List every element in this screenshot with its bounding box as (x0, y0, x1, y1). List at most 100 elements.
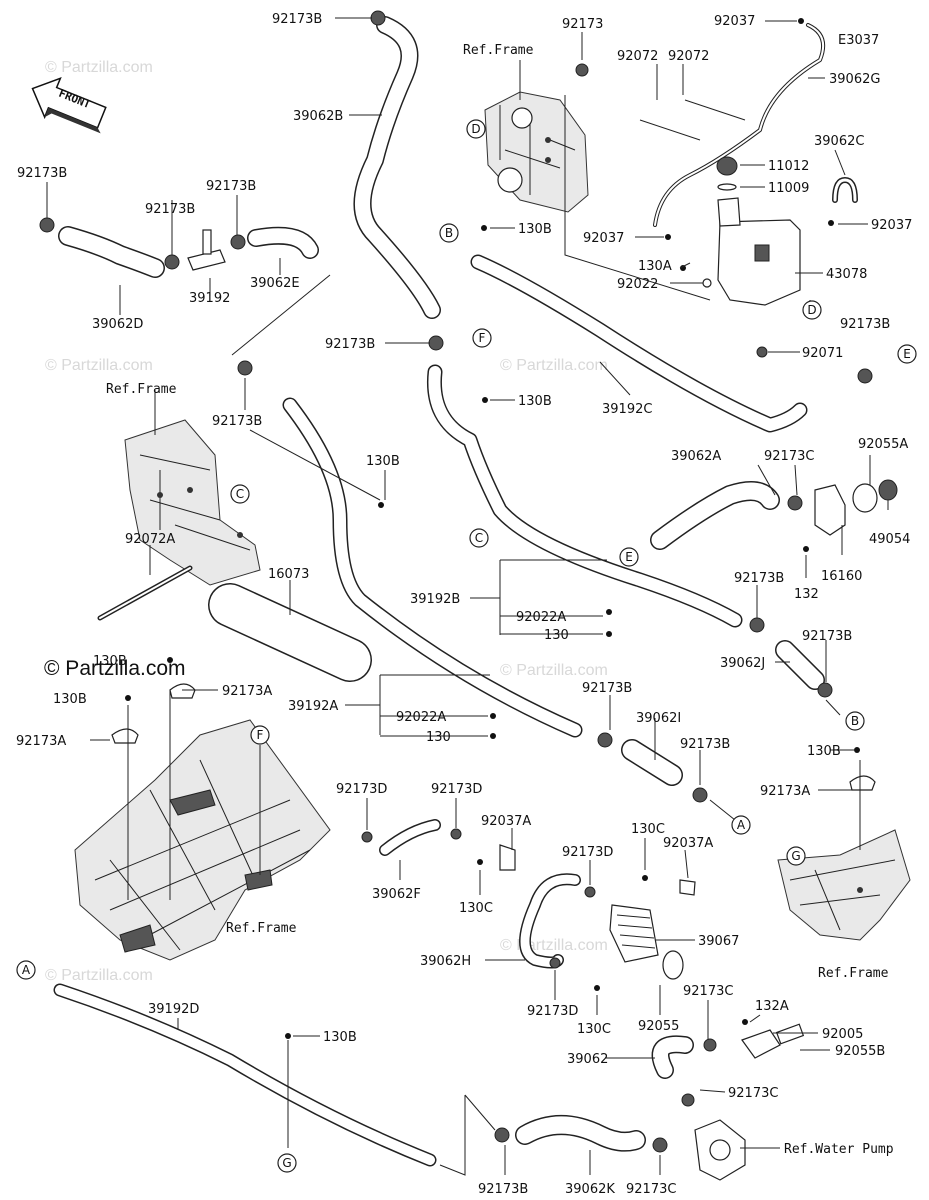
part-label: 132 (794, 587, 819, 602)
callout-g-bottom: G (277, 1153, 297, 1173)
clamp-icon (692, 787, 708, 803)
callout-a-mid: A (731, 815, 751, 835)
part-label: 92037 (871, 218, 912, 233)
svg-text:D: D (471, 122, 480, 136)
part-label: 92037 (714, 14, 755, 29)
part-label: 92173B (17, 166, 67, 181)
o-ring (852, 483, 878, 513)
part-label: 92173C (683, 984, 733, 999)
part-label: 92173C (764, 449, 814, 464)
clamp-icon (111, 728, 139, 744)
part-label: 92173B (582, 681, 632, 696)
svg-text:F: F (257, 728, 264, 742)
svg-text:B: B (851, 714, 859, 728)
part-label: 130B (93, 654, 127, 669)
watermark: © Partzilla.com (500, 662, 608, 679)
ref-water-pump: Ref.Water Pump (784, 1142, 894, 1157)
svg-text:G: G (282, 1156, 291, 1170)
part-label: 130C (459, 901, 493, 916)
part-label: 92173A (222, 684, 272, 699)
bolt-icon (167, 657, 173, 663)
part-label: 92173A (760, 784, 810, 799)
brand-logo: © Partzilla.com (44, 657, 186, 680)
frame-lower-left (74, 719, 331, 961)
part-label: 92037A (481, 814, 531, 829)
part-label: 92173B (478, 1182, 528, 1197)
thermostat (878, 479, 898, 501)
part-label: 92005 (822, 1027, 863, 1042)
part-label: 11012 (768, 159, 809, 174)
part-label: 39062F (372, 887, 421, 902)
part-label: 92022 (617, 277, 658, 292)
clamp-icon (817, 682, 833, 698)
part-label: 92173A (16, 734, 66, 749)
callout-f-top: F (472, 328, 492, 348)
svg-text:E: E (903, 347, 911, 361)
bolt-icon (680, 265, 686, 271)
part-label: 92072 (617, 49, 658, 64)
oil-cooler (609, 904, 659, 963)
part-label: 16160 (821, 569, 862, 584)
clamp-icon (849, 775, 876, 791)
callout-e-mid: E (619, 547, 639, 567)
part-label: 92173B (272, 12, 322, 27)
callout-e-right: E (897, 344, 917, 364)
part-label: 39062J (720, 656, 765, 671)
part-label: 92072 (668, 49, 709, 64)
reservoir-tank (717, 219, 801, 306)
svg-text:C: C (475, 531, 483, 545)
callout-d-left: D (466, 119, 486, 139)
frame-bracket-left (124, 419, 261, 586)
ref-frame-top: Ref.Frame (463, 43, 534, 58)
svg-text:G: G (791, 849, 800, 863)
part-label: 130 (544, 628, 569, 643)
part-label: 130C (577, 1022, 611, 1037)
callouts: B F D D E C C E B A F G A G (16, 119, 917, 1173)
part-label: 92173D (431, 782, 482, 797)
part-label: 92055 (638, 1019, 679, 1034)
ref-frame-right: Ref.Frame (818, 966, 889, 981)
bolt-icon (285, 1033, 291, 1039)
watermark: © Partzilla.com (500, 357, 608, 374)
part-label: 39062D (92, 317, 143, 332)
diagram-code: E3037 (838, 33, 879, 48)
part-label: 92173D (562, 845, 613, 860)
part-label: 92173B (734, 571, 784, 586)
part-label: 92173B (802, 629, 852, 644)
part-label: 92071 (802, 346, 843, 361)
part-label: 39067 (698, 934, 739, 949)
part-label: 39062H (420, 954, 471, 969)
watermark: © Partzilla.com (45, 357, 153, 374)
svg-text:A: A (737, 818, 746, 832)
front-arrow-icon (31, 76, 107, 134)
part-label: 39192 (189, 291, 230, 306)
callout-b-top: B (439, 223, 459, 243)
part-label: 132A (755, 999, 789, 1014)
clamp-icon (164, 254, 180, 270)
part-label: 92022A (396, 710, 446, 725)
part-label: 39062A (671, 449, 721, 464)
part-label: 130B (53, 692, 87, 707)
bolt-icon (378, 502, 384, 508)
part-label: 130B (518, 394, 552, 409)
clamp-icon (679, 879, 696, 896)
clamp-icon (681, 1093, 695, 1107)
clamp-icon (361, 831, 373, 843)
frame-bracket-right (777, 829, 911, 941)
part-label: 92173B (206, 179, 256, 194)
part-labels: 92173B 39062B 92173 92072 92072 92037 39… (16, 12, 912, 1197)
part-label: 92173D (336, 782, 387, 797)
part-label: 130 (426, 730, 451, 745)
bolt-icon (798, 18, 804, 24)
part-label: 130C (631, 822, 665, 837)
clamps (39, 10, 876, 1153)
ref-frame-bottom: Ref.Frame (226, 921, 297, 936)
part-label: 49054 (869, 532, 910, 547)
bolt-icon (490, 713, 496, 719)
callout-b-right: B (845, 711, 865, 731)
svg-text:F: F (479, 331, 486, 345)
thermostat-housing (814, 484, 846, 536)
reservoir-cap (716, 156, 738, 176)
part-label: 130B (518, 222, 552, 237)
